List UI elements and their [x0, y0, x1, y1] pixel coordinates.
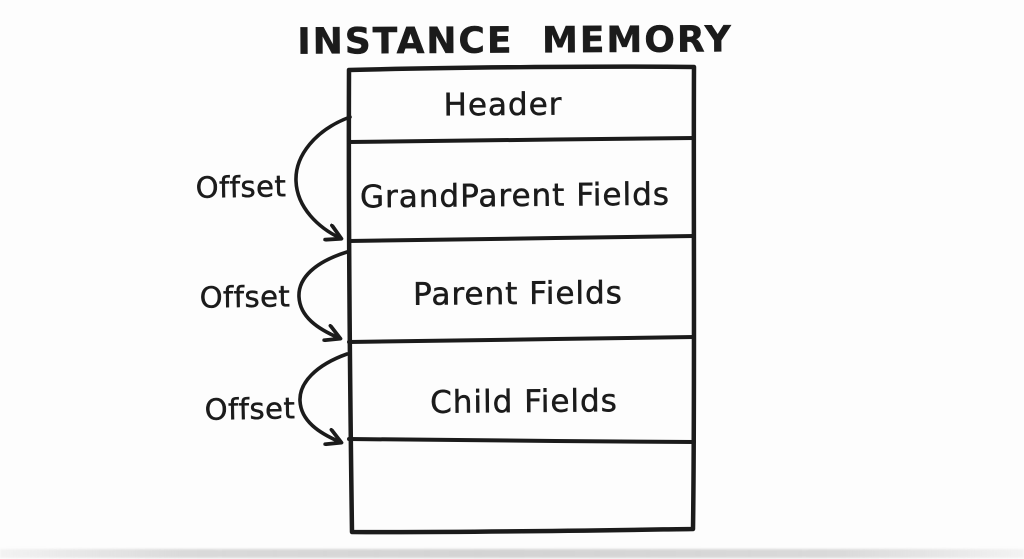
row-label-parent-fields: Parent Fields: [412, 275, 624, 313]
row-divider-2: [347, 234, 696, 243]
offset-arrow-3: [298, 352, 349, 442]
memory-box-outline: [346, 64, 697, 535]
offset-label-1: Offset: [195, 169, 287, 205]
offset-arrow-1: [294, 115, 352, 238]
row-divider-4: [347, 437, 696, 444]
row-label-header: Header: [443, 86, 563, 124]
row-divider-1: [347, 136, 696, 144]
offset-label-3: Offset: [204, 391, 296, 427]
offset-arrow-2: [297, 250, 349, 338]
row-label-grandparent-fields: GrandParent Fields: [359, 176, 671, 216]
row-divider-3: [347, 335, 696, 344]
row-label-child-fields: Child Fields: [429, 383, 619, 421]
offset-label-2: Offset: [199, 279, 291, 315]
footer-gradient-band: [0, 549, 1024, 558]
